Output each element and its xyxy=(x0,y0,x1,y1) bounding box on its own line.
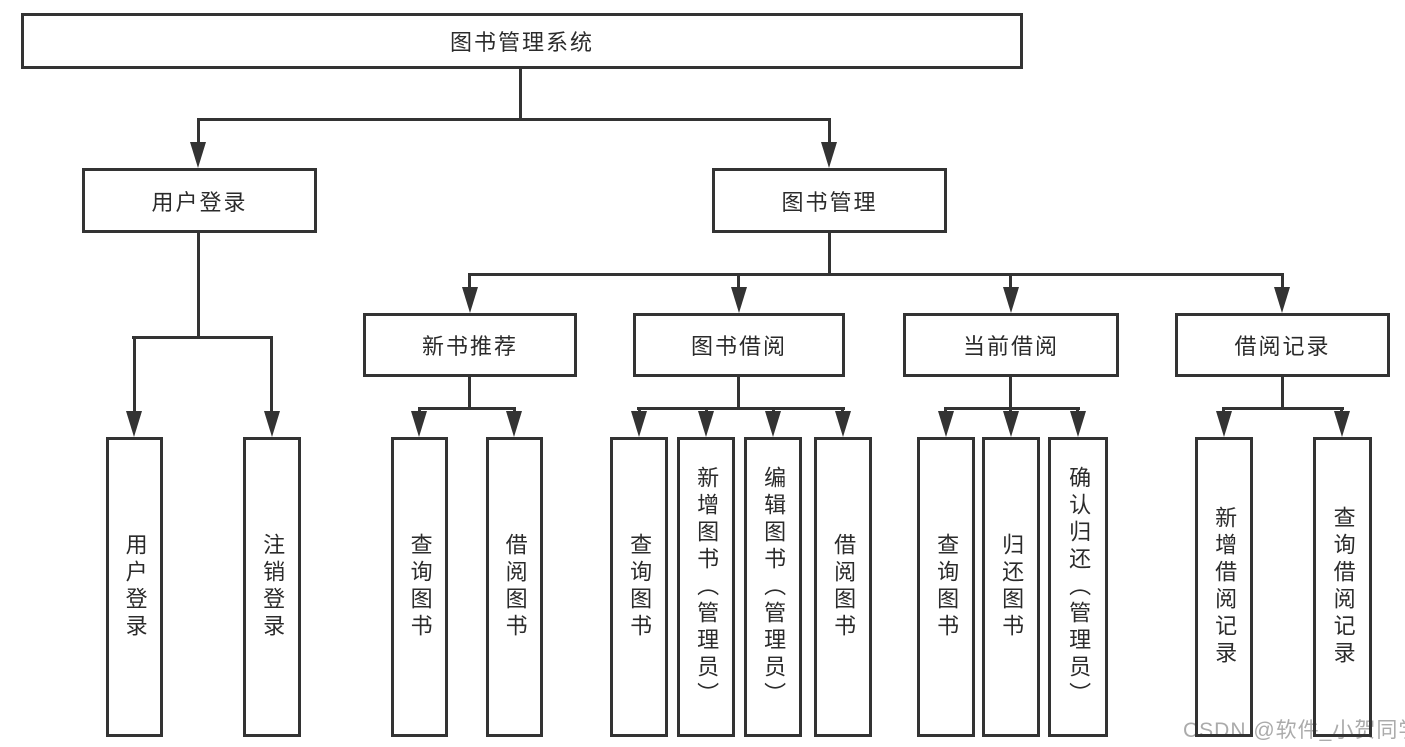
leaf-label: 借阅图书 xyxy=(831,533,857,641)
arrow-down-icon xyxy=(1216,411,1232,437)
arrow-down-icon xyxy=(411,411,427,437)
arrow-down-icon xyxy=(698,411,714,437)
arrow-down-icon xyxy=(1003,287,1019,313)
connector-line xyxy=(737,273,740,293)
node-book-management: 图书管理 xyxy=(712,168,947,233)
leaf-borrow-books: 借阅图书 xyxy=(814,437,872,737)
arrow-down-icon xyxy=(264,411,280,437)
leaf-label: 借阅图书 xyxy=(502,533,528,641)
arrow-down-icon xyxy=(1070,411,1086,437)
node-label: 图书借阅 xyxy=(690,334,787,359)
connector-line xyxy=(132,336,273,339)
leaf-label: 查询图书 xyxy=(934,533,960,641)
leaf-label: 查询借阅记录 xyxy=(1330,506,1356,668)
connector-line xyxy=(468,273,471,293)
connector-line xyxy=(1009,375,1012,410)
node-label: 当前借阅 xyxy=(962,334,1059,359)
arrow-down-icon xyxy=(126,411,142,437)
node-label: 借阅记录 xyxy=(1234,334,1331,359)
connector-line xyxy=(270,336,273,416)
leaf-user-login: 用户登录 xyxy=(106,437,163,737)
leaf-label: 注销登录 xyxy=(260,533,286,641)
leaf-label: 编辑图书（管理员） xyxy=(761,465,787,709)
node-book-borrowing: 图书借阅 xyxy=(633,313,845,377)
leaf-label: 查询图书 xyxy=(407,533,433,641)
leaf-confirm-return-admin: 确认归还（管理员） xyxy=(1048,437,1108,737)
leaf-add-borrow-record: 新增借阅记录 xyxy=(1195,437,1253,737)
connector-line xyxy=(519,67,522,120)
leaf-return-books: 归还图书 xyxy=(982,437,1040,737)
arrow-down-icon xyxy=(506,411,522,437)
arrow-down-icon xyxy=(190,142,206,168)
node-current-borrowing: 当前借阅 xyxy=(903,313,1119,377)
arrow-down-icon xyxy=(631,411,647,437)
leaf-borrow-books-recommend: 借阅图书 xyxy=(486,437,543,737)
node-label: 用户登录 xyxy=(151,189,248,215)
leaf-label: 新增借阅记录 xyxy=(1212,506,1238,668)
connector-line xyxy=(418,407,516,410)
node-label: 新书推荐 xyxy=(421,334,518,359)
arrow-down-icon xyxy=(1003,411,1019,437)
arrow-down-icon xyxy=(821,142,837,168)
node-library-management-system: 图书管理系统 xyxy=(21,13,1023,69)
arrow-down-icon xyxy=(835,411,851,437)
leaf-label: 新增图书（管理员） xyxy=(694,465,720,709)
leaf-label: 用户登录 xyxy=(122,533,148,641)
leaf-logout: 注销登录 xyxy=(243,437,301,737)
leaf-query-borrow-record: 查询借阅记录 xyxy=(1313,437,1372,737)
connector-line xyxy=(468,375,471,410)
arrow-down-icon xyxy=(731,287,747,313)
node-user-login: 用户登录 xyxy=(82,168,317,233)
arrow-down-icon xyxy=(765,411,781,437)
connector-line xyxy=(197,231,200,339)
connector-line xyxy=(1222,407,1344,410)
connector-line xyxy=(197,118,831,121)
arrow-down-icon xyxy=(938,411,954,437)
node-new-book-recommend: 新书推荐 xyxy=(363,313,577,377)
connector-line xyxy=(469,273,1284,276)
connector-line xyxy=(1281,375,1284,410)
connector-line xyxy=(1009,273,1012,293)
connector-line xyxy=(197,118,200,148)
leaf-query-books-borrow: 查询图书 xyxy=(610,437,668,737)
connector-line xyxy=(828,118,831,148)
leaf-add-book-admin: 新增图书（管理员） xyxy=(677,437,735,737)
arrow-down-icon xyxy=(1334,411,1350,437)
connector-line xyxy=(944,407,1080,410)
leaf-label: 归还图书 xyxy=(999,533,1025,641)
leaf-label: 确认归还（管理员） xyxy=(1066,465,1092,709)
node-label: 图书管理系统 xyxy=(449,30,594,55)
arrow-down-icon xyxy=(462,287,478,313)
connector-line xyxy=(1281,273,1284,293)
leaf-label: 查询图书 xyxy=(627,533,653,641)
connector-line xyxy=(828,231,831,276)
connector-line xyxy=(637,407,845,410)
node-borrowing-records: 借阅记录 xyxy=(1175,313,1390,377)
leaf-query-books-current: 查询图书 xyxy=(917,437,975,737)
leaf-query-books-recommend: 查询图书 xyxy=(391,437,448,737)
connector-line xyxy=(133,336,136,416)
connector-line xyxy=(737,375,740,410)
node-label: 图书管理 xyxy=(781,189,878,215)
leaf-edit-book-admin: 编辑图书（管理员） xyxy=(744,437,802,737)
arrow-down-icon xyxy=(1274,287,1290,313)
